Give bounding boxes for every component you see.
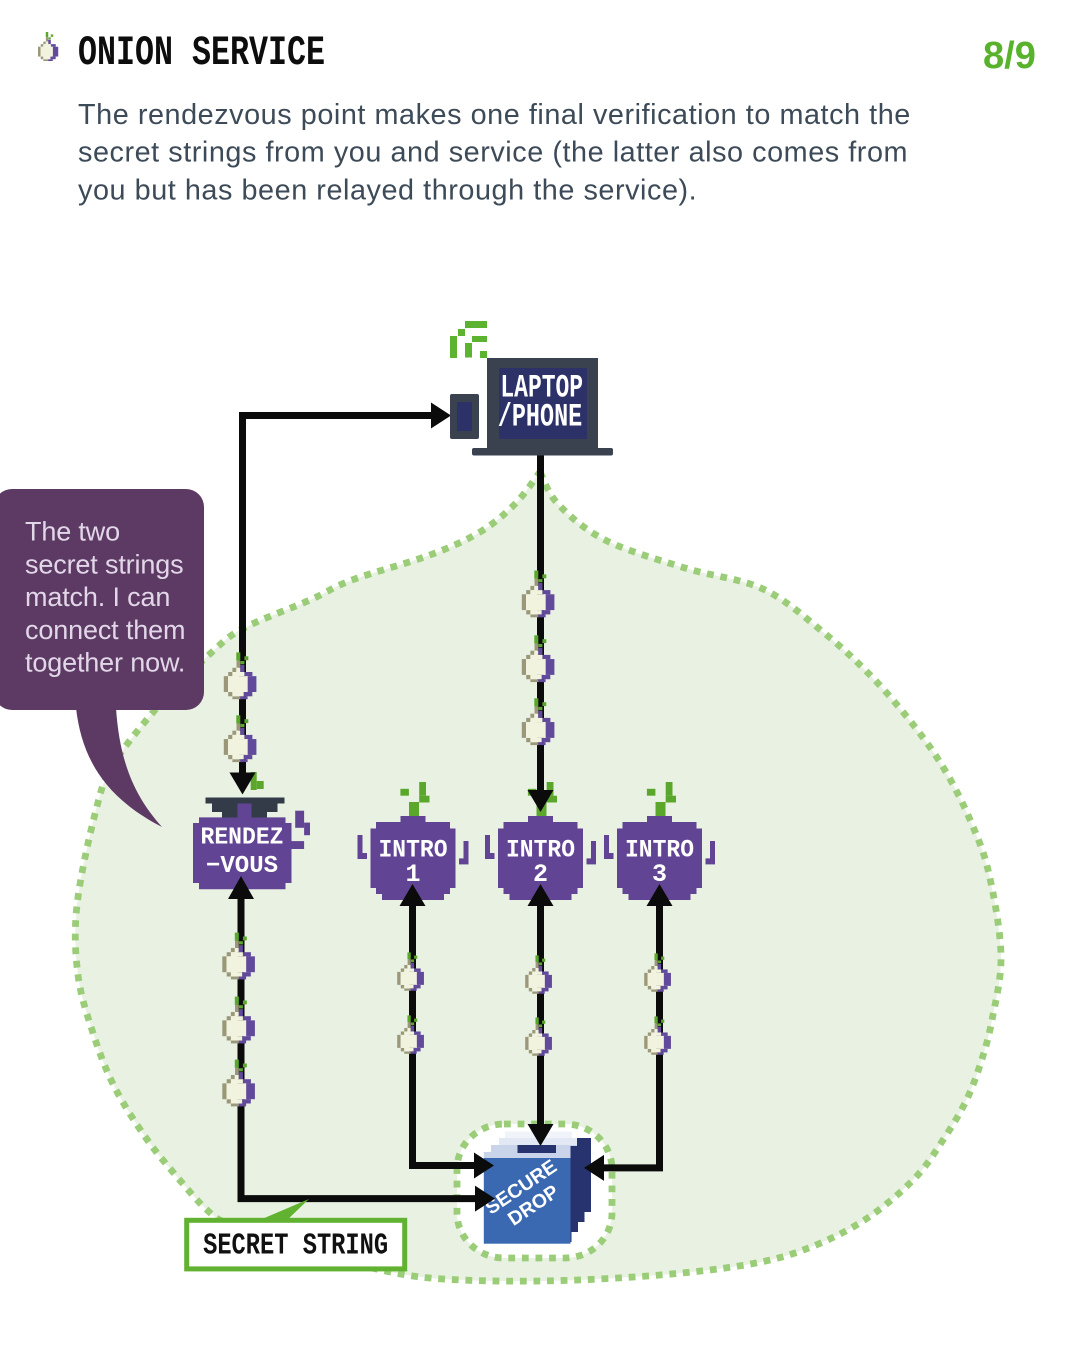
- svg-text:/PHONE: /PHONE: [498, 399, 582, 436]
- svg-text:you but has been relayed throu: you but has been relayed through the ser…: [78, 175, 697, 207]
- svg-text:secret strings: secret strings: [25, 549, 183, 579]
- svg-text:2: 2: [533, 860, 548, 889]
- svg-text:8/9: 8/9: [983, 35, 1036, 77]
- svg-text:INTRO: INTRO: [506, 836, 575, 865]
- svg-text:ONION SERVICE: ONION SERVICE: [78, 29, 325, 77]
- svg-text:secret strings from you and se: secret strings from you and service (the…: [78, 137, 908, 169]
- svg-text:INTRO: INTRO: [625, 836, 694, 865]
- svg-text:1: 1: [405, 860, 420, 889]
- svg-text:INTRO: INTRO: [379, 836, 448, 865]
- svg-text:together now.: together now.: [25, 648, 185, 678]
- svg-text:match. I can: match. I can: [25, 582, 170, 612]
- svg-text:The two: The two: [25, 517, 120, 547]
- svg-text:LAPTOP: LAPTOP: [500, 370, 583, 407]
- svg-text:3: 3: [652, 860, 667, 889]
- svg-text:SECRET STRING: SECRET STRING: [203, 1229, 388, 1264]
- svg-text:RENDEZ: RENDEZ: [201, 824, 284, 851]
- svg-text:−VOUS: −VOUS: [206, 853, 278, 880]
- svg-text:The rendezvous point makes one: The rendezvous point makes one final ver…: [78, 99, 911, 131]
- svg-text:connect them: connect them: [25, 615, 185, 645]
